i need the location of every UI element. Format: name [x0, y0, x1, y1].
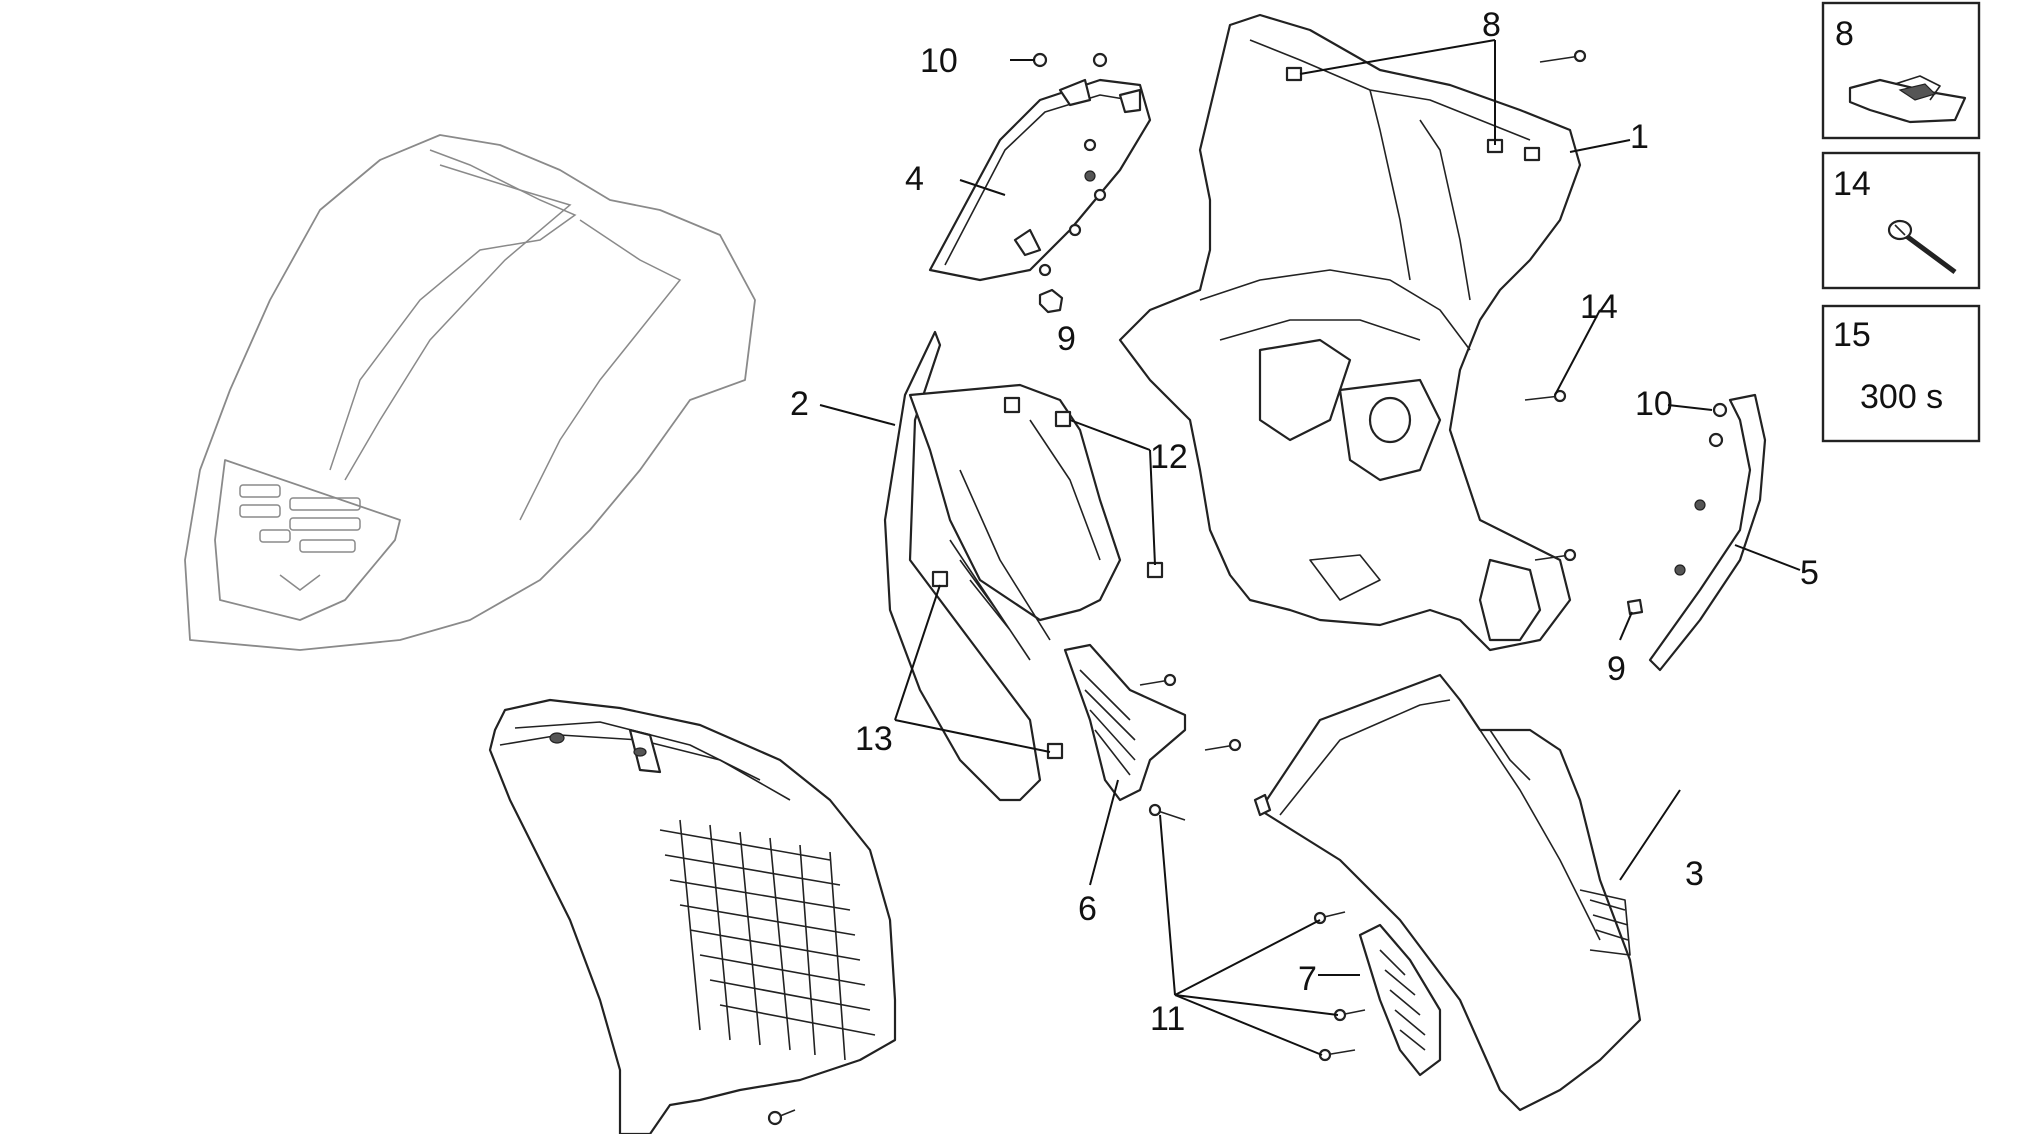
legend-box-14-number: 14	[1833, 165, 1871, 203]
screw-14	[1524, 389, 1567, 403]
callout-10-right: 10	[1635, 385, 1673, 423]
front-shield-ghost	[184, 134, 756, 651]
screw-bottom	[767, 1109, 796, 1126]
part-3-side-cowl	[1253, 673, 1642, 1112]
legend-box-8-number: 8	[1835, 15, 1854, 53]
legend-box-15-number: 15	[1833, 316, 1871, 354]
callout-5: 5	[1800, 554, 1819, 592]
screws-11	[1313, 911, 1366, 1062]
screw-right-lower	[1534, 548, 1577, 562]
washers-4	[1038, 138, 1107, 277]
callout-1: 1	[1630, 118, 1649, 156]
part-1-legshield	[1118, 13, 1582, 652]
grille-slats	[659, 819, 876, 1061]
legend-box-14: 14	[1821, 151, 1981, 290]
callout-2: 2	[790, 385, 809, 423]
leader-lines	[819, 39, 1801, 1056]
screw-icon	[1887, 219, 1957, 275]
screws-6	[1139, 673, 1242, 821]
callout-10-top: 10	[920, 42, 958, 80]
part-2-inner-panel	[883, 330, 1164, 802]
clip-nut-icon	[1848, 75, 1967, 124]
washer-top	[1032, 52, 1108, 68]
callout-12: 12	[1150, 438, 1188, 476]
part-7-vent-strip	[1358, 923, 1442, 1077]
callout-9-top: 9	[1057, 320, 1076, 358]
callout-3: 3	[1685, 855, 1704, 893]
legend-box-8: 8	[1821, 1, 1981, 140]
legend-box-15: 15 300 s	[1821, 304, 1981, 443]
callout-6: 6	[1078, 890, 1097, 928]
part-5-trim	[1626, 393, 1767, 672]
screw-top-right	[1539, 49, 1587, 63]
callout-14: 14	[1580, 288, 1618, 326]
callout-4: 4	[905, 160, 924, 198]
part-4-panel	[928, 78, 1152, 282]
part-6-vent	[1063, 643, 1187, 802]
callout-7: 7	[1298, 960, 1317, 998]
front-grille-panel	[488, 698, 897, 1134]
nut-9-top	[1038, 288, 1064, 314]
callout-11: 11	[1150, 1000, 1185, 1038]
callout-9-right: 9	[1607, 650, 1626, 688]
callouts: 1 14 5 3 8 4 2 12 13 6 7 11 10 9 10 9	[790, 6, 1819, 1038]
callout-8: 8	[1482, 6, 1501, 44]
callout-13: 13	[855, 720, 893, 758]
legend-box-15-text: 300 s	[1860, 378, 1943, 416]
